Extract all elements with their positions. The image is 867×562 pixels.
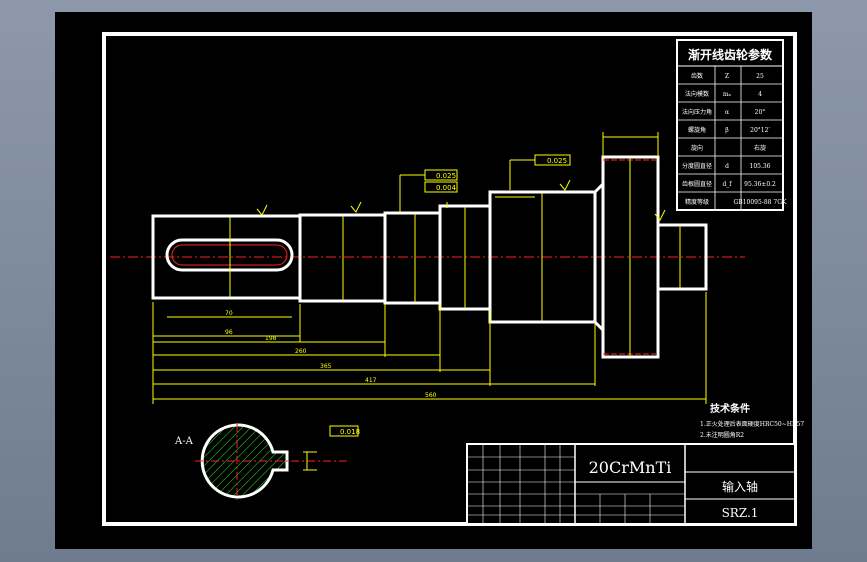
tolerance-value-2: 0.004 <box>436 184 457 192</box>
gear-row-value: 95.36±0.2 <box>744 181 776 188</box>
section-tolerance-frame <box>329 425 359 437</box>
inner-dimension-lines <box>229 158 681 356</box>
gear-row-symbol: d_f <box>722 181 732 188</box>
dim-label-1: 70 <box>225 310 233 317</box>
gear-row-label: 旋向 <box>691 144 703 152</box>
dim-label-7: 560 <box>425 392 437 399</box>
gear-row-symbol: α <box>725 109 729 116</box>
shaft-section-3 <box>383 211 442 305</box>
gear-row-value: 右旋 <box>754 144 766 152</box>
tolerance-value-3: 0.025 <box>547 157 567 165</box>
gear-row-value: 105.36 <box>750 163 771 170</box>
technical-requirements: 技术条件 1.正火处理后表面硬度HRC50~HR57 2.未注明圆角R2 <box>700 402 804 439</box>
section-view-a-a: A-A 0.018 <box>174 423 360 500</box>
dim-label-4: 260 <box>295 348 307 355</box>
gear-table-rows: 齿数 Z 25 法向模数 mₙ 4 法向压力角 α 20° 螺旋角 β 20°12′ 旋向 右旋分度圆直径… <box>677 66 787 211</box>
tech-req-line-1: 1.正火处理后表面硬度HRC50~HR57 <box>700 420 804 428</box>
gear-row-symbol: d <box>725 163 729 170</box>
gear-row-label: 螺旋角 <box>688 126 706 134</box>
title-block-grid <box>467 444 685 524</box>
shaft-end-stub <box>656 223 708 291</box>
tolerance-frame-3: 0.025 <box>509 154 571 190</box>
gear-width-dim <box>602 132 659 157</box>
drawing-border <box>102 32 797 526</box>
part-name: 输入轴 <box>722 479 758 494</box>
gear-parameter-table: 渐开线齿轮参数 齿数 Z 25 法向模数 mₙ 4 法向压力角 α 20° 螺旋角 β 20°12′ 旋… <box>676 39 787 211</box>
gear-row-symbol: Z <box>725 73 729 80</box>
gear-row-label: 法向压力角 <box>682 108 712 116</box>
section-tolerance: 0.018 <box>340 428 360 436</box>
tolerance-frame-2: 0.004 <box>424 181 458 193</box>
gear-row-label: 精度等级 <box>685 198 709 206</box>
tolerance-frame-1: 0.025 <box>399 169 458 212</box>
dim-label-2: 96 <box>225 329 233 336</box>
gear-row-symbol: mₙ <box>723 91 732 98</box>
gear-row-label: 齿数 <box>691 72 703 80</box>
shaft-outline <box>151 155 708 359</box>
tech-req-title: 技术条件 <box>710 402 750 415</box>
drawing-sheet: 0.025 0.004 0.025 70 96 198 <box>55 12 812 549</box>
gear-row-label: 法向模数 <box>685 90 709 98</box>
section-label: A-A <box>174 436 194 447</box>
gear-row-value: 4 <box>758 91 762 98</box>
drawing-number: SRZ.1 <box>722 506 759 520</box>
tech-req-line-2: 2.未注明圆角R2 <box>700 431 744 439</box>
gear-row-value: GB10095-88 7GK <box>734 199 787 206</box>
gear-row-label: 分度圆直径 <box>682 162 712 170</box>
dimension-chain <box>152 292 707 404</box>
material-label: 20CrMnTi <box>589 458 672 477</box>
gear-row-symbol: β <box>725 127 729 134</box>
dim-label-5: 365 <box>320 363 332 370</box>
gear-table-title: 渐开线齿轮参数 <box>688 47 773 62</box>
gear-row-value: 20° <box>755 109 766 116</box>
gear-row-value: 20°12′ <box>750 127 770 134</box>
dim-label-6: 417 <box>365 377 377 384</box>
technical-drawing: 0.025 0.004 0.025 70 96 198 <box>102 32 804 526</box>
title-block: 20CrMnTi 输入轴 SRZ.1 <box>466 443 796 525</box>
gear-row-label: 齿根圆直径 <box>682 180 712 188</box>
dim-label-3: 198 <box>265 335 277 342</box>
roughness-marks <box>256 179 666 221</box>
tolerance-value-1: 0.025 <box>436 172 456 180</box>
gear-row-value: 25 <box>756 73 764 80</box>
